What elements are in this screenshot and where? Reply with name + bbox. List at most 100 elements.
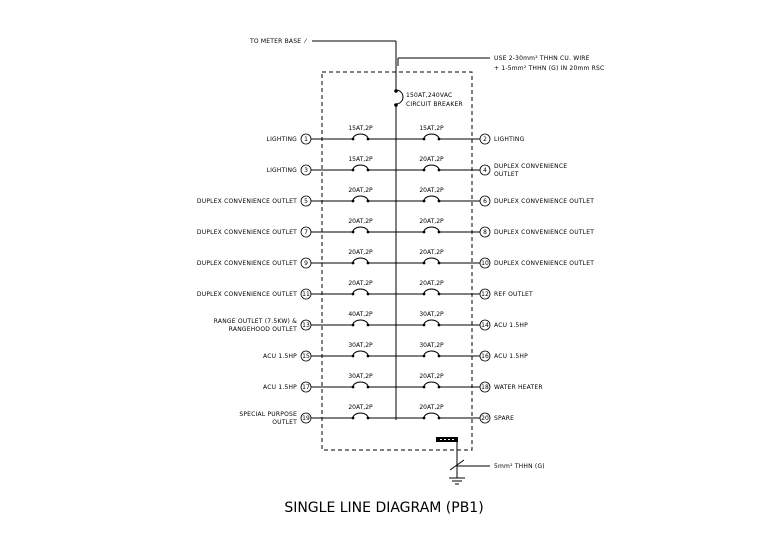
breaker-contact (437, 385, 441, 389)
breaker-contact (422, 416, 426, 420)
breaker-contact (422, 230, 426, 234)
circuit-load-label: WATER HEATER (494, 384, 543, 391)
breaker-contact (437, 261, 441, 265)
circuit-number: 20 (481, 415, 489, 422)
circuit-breaker-symbol (423, 288, 440, 295)
circuit-load-label: RANGEHOOD OUTLET (229, 326, 297, 333)
breaker-contact (366, 385, 370, 389)
breaker-rating: 40AT,2P (348, 311, 373, 318)
circuit-number-circle (300, 195, 312, 207)
circuit-load-label: LIGHTING (267, 167, 298, 174)
circuit-load-label: ACU 1.5HP (263, 384, 297, 391)
breaker-contact (437, 199, 441, 203)
breaker-contact (422, 137, 426, 141)
circuit-number-circle (479, 381, 491, 393)
breaker-contact (366, 230, 370, 234)
circuit-breaker-symbol (352, 257, 369, 264)
circuit-number: 12 (481, 291, 489, 298)
circuit-number: 10 (481, 260, 489, 267)
breaker-rating: 15AT,2P (348, 125, 373, 132)
circuit-load-label: SPARE (494, 415, 514, 422)
breaker-rating: 20AT,2P (348, 187, 373, 194)
circuit-breaker-symbol (423, 226, 440, 233)
feeder-note-line-2: + 1-5mm² THHN (G) IN 20mm RSC (494, 65, 604, 72)
circuit-breaker-symbol (352, 195, 369, 202)
breaker-contact (366, 199, 370, 203)
circuit-number-circle (300, 257, 312, 269)
circuit-number-circle (300, 288, 312, 300)
breaker-contact (366, 137, 370, 141)
circuit-load-label: LIGHTING (494, 136, 525, 143)
circuit-number: 8 (483, 229, 487, 236)
breaker-contact (351, 168, 355, 172)
circuit-number-circle (479, 288, 491, 300)
breaker-rating: 20AT,2P (348, 280, 373, 287)
circuit-load-label: DUPLEX CONVENIENCE OUTLET (197, 291, 297, 298)
breaker-rating: 20AT,2P (419, 218, 444, 225)
circuit-load-label: RANGE OUTLET (7.5KW) & (214, 318, 297, 325)
circuit-number: 2 (483, 136, 487, 143)
breaker-rating: 20AT,2P (348, 404, 373, 411)
circuit-load-label: DUPLEX CONVENIENCE OUTLET (197, 198, 297, 205)
breaker-contact (351, 230, 355, 234)
circuit-number-circle (479, 257, 491, 269)
circuit-load-label: SPECIAL PURPOSE (239, 411, 297, 418)
circuit-load-label: DUPLEX CONVENIENCE OUTLET (494, 260, 594, 267)
breaker-contact (351, 261, 355, 265)
breaker-contact (366, 261, 370, 265)
circuit-load-label: DUPLEX CONVENIENCE OUTLET (494, 198, 594, 205)
breaker-contact (351, 354, 355, 358)
circuit-breaker-symbol (423, 164, 440, 171)
main-breaker-symbol (394, 89, 404, 112)
breaker-rating: 20AT,2P (419, 280, 444, 287)
circuit-number-circle (479, 412, 491, 424)
circuit-load-label: DUPLEX CONVENIENCE OUTLET (197, 260, 297, 267)
circuit-number: 11 (302, 291, 310, 298)
circuit-number: 3 (304, 167, 308, 174)
breaker-contact (437, 354, 441, 358)
circuit-number-circle (300, 319, 312, 331)
circuit-breaker-symbol (423, 412, 440, 419)
circuit-number-circle (300, 226, 312, 238)
breaker-contact (351, 199, 355, 203)
circuit-load-label: OUTLET (272, 419, 297, 426)
circuit-load-label: ACU 1.5HP (494, 353, 528, 360)
circuit-number: 15 (302, 353, 310, 360)
circuit-number: 17 (302, 384, 310, 391)
breaker-contact (437, 137, 441, 141)
circuit-breaker-symbol (352, 164, 369, 171)
circuit-breaker-symbol (352, 319, 369, 326)
ground-wire-label: 5mm² THHN (G) (494, 463, 545, 470)
circuit-load-label: DUPLEX CONVENIENCE (494, 163, 567, 170)
circuit-number-circle (479, 350, 491, 362)
circuit-number: 1 (304, 136, 308, 143)
breaker-contact (422, 199, 426, 203)
circuit-breaker-symbol (423, 257, 440, 264)
circuit-number-circle (300, 350, 312, 362)
ground-bar (436, 437, 458, 442)
circuit-number: 6 (483, 198, 487, 205)
breaker-contact (351, 137, 355, 141)
circuit-number: 4 (483, 167, 487, 174)
circuit-breaker-symbol (423, 350, 440, 357)
circuit-breaker-symbol (352, 288, 369, 295)
circuit-number: 5 (304, 198, 308, 205)
breaker-contact (437, 292, 441, 296)
main-breaker-rating: 150AT,240VAC (406, 92, 452, 99)
circuit-number-circle (479, 164, 491, 176)
breaker-contact (351, 385, 355, 389)
circuit-breaker-symbol (423, 319, 440, 326)
circuit-number: 19 (302, 415, 310, 422)
breaker-contact (366, 168, 370, 172)
breaker-rating: 20AT,2P (348, 249, 373, 256)
breaker-contact (437, 416, 441, 420)
breaker-rating: 20AT,2P (348, 218, 373, 225)
breaker-rating: 30AT,2P (419, 311, 444, 318)
breaker-contact (422, 292, 426, 296)
circuit-number: 18 (481, 384, 489, 391)
breaker-rating: 20AT,2P (419, 249, 444, 256)
circuit-number-circle (479, 226, 491, 238)
circuit-number: 14 (481, 322, 489, 329)
